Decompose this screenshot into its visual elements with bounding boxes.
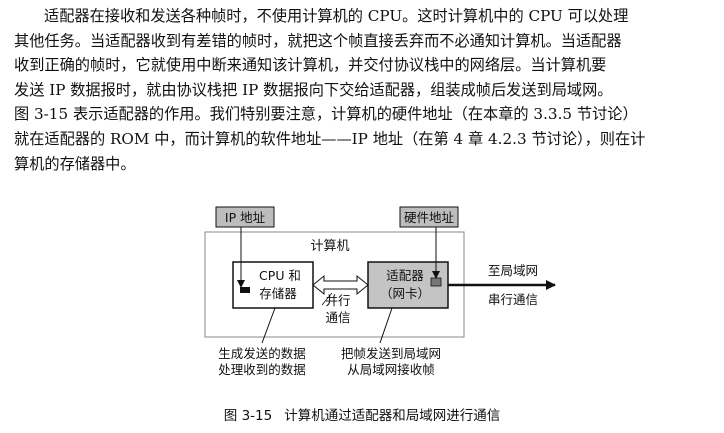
parallel-label-line1: 并行 (325, 293, 350, 308)
cpu-label-line1: CPU 和 (259, 268, 301, 283)
adapter-note-line1: 把帧发送到局域网 (341, 346, 441, 361)
paragraph-line: 算机的存储器中。 (14, 154, 136, 173)
parallel-label-pointer (321, 292, 333, 306)
parallel-label-line2: 通信 (325, 310, 350, 325)
adapter-label-line1: 适配器 (386, 268, 424, 283)
paragraph-line: 其他任务。当适配器收到有差错的帧时，就把这个帧直接丢弃而不必通知计算机。当适配器 (14, 31, 622, 50)
body-paragraph: 适配器在接收和发送各种帧时，不使用计算机的 CPU。这时计算机中的 CPU 可以… (14, 4, 714, 176)
paragraph-line: 图 3-15 表示适配器的作用。我们特别要注意，计算机的硬件地址（在本章的 3.… (14, 105, 638, 124)
paragraph-line: 发送 IP 数据报时，就由协议栈把 IP 数据报向下交给适配器，组装成帧后发送到… (14, 80, 613, 99)
adapter-label-line2: （网卡） (380, 286, 430, 301)
figure-caption: 图 3-15 计算机通过适配器和局域网进行通信 (0, 404, 724, 424)
paragraph-line: 收到正确的帧时，它就使用中断来通知该计算机，并交付协议栈中的网络层。当计算机要 (14, 56, 607, 75)
parallel-communication-arrow (312, 274, 369, 296)
figure-number: 图 3-15 (223, 408, 273, 424)
memory-chip-icon (240, 287, 250, 293)
paragraph-line: 就在适配器的 ROM 中，而计算机的软件地址——IP 地址（在第 4 章 4.2… (14, 129, 646, 148)
hardware-address-box (399, 206, 459, 228)
cpu-label-line2: 存储器 (259, 286, 297, 301)
cpu-note-line1: 生成发送的数据 (218, 346, 306, 361)
paragraph-line: 适配器在接收和发送各种帧时，不使用计算机的 CPU。这时计算机中的 CPU 可以… (44, 7, 629, 25)
cpu-note-line2: 处理收到的数据 (218, 362, 306, 377)
to-lan-label: 至局域网 (488, 263, 538, 278)
cpu-note-pointer (261, 307, 276, 344)
cpu-memory-box (232, 261, 314, 309)
computer-label: 计算机 (310, 239, 349, 254)
ip-address-box (215, 206, 275, 228)
serial-communication-label: 串行通信 (488, 292, 538, 307)
figure-caption-text: 计算机通过适配器和局域网进行通信 (284, 408, 501, 424)
ip-address-label: IP 地址 (225, 210, 266, 225)
adapter-note-line2: 从局域网接收帧 (347, 362, 435, 377)
adapter-note-pointer (379, 307, 393, 344)
rom-chip-icon (430, 277, 442, 287)
hardware-address-label: 硬件地址 (404, 210, 455, 225)
